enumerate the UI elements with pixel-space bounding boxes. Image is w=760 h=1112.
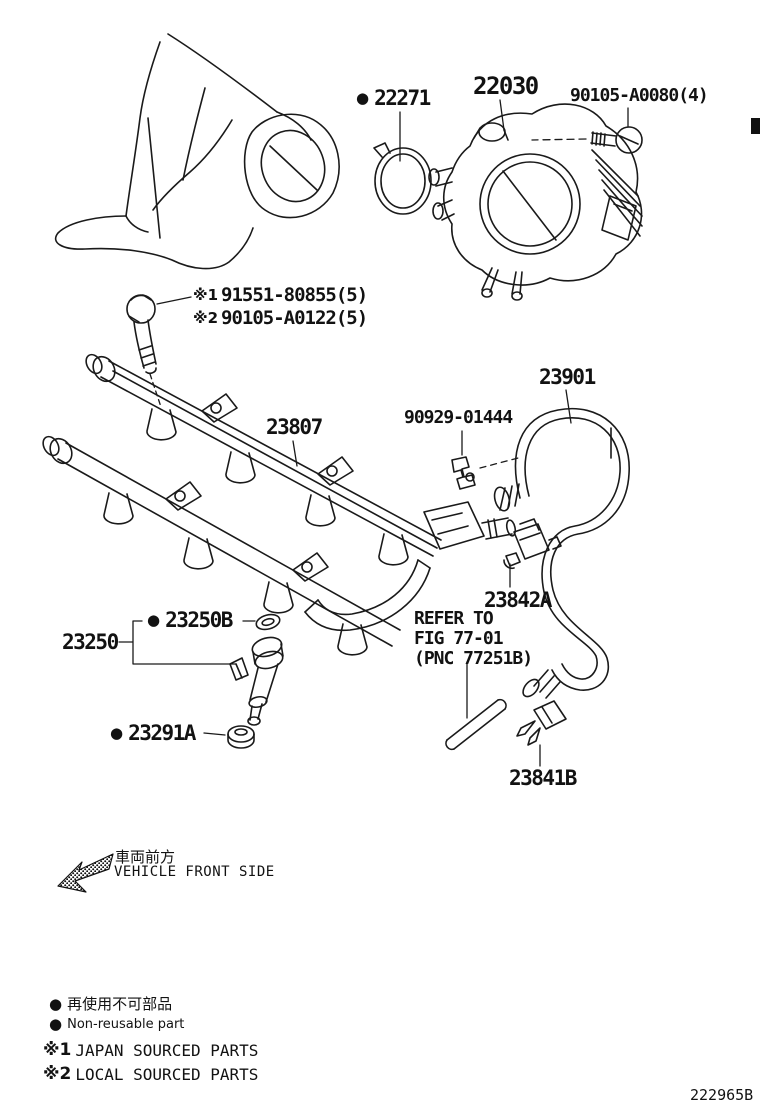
vehicle-front-arrow [57, 853, 114, 893]
legend-japan-sourced: ※1 JAPAN SOURCED PARTS [43, 1040, 258, 1060]
local-sourced-mark: ※2 [193, 309, 219, 327]
legend-japan-sourced-text: JAPAN SOURCED PARTS [75, 1040, 259, 1060]
legend-nonreusable-en: ● Non-reusable part [49, 1015, 184, 1033]
nonreusable-dot: ● [147, 611, 161, 629]
nonreusable-dot: ● [49, 994, 63, 1013]
page-edge-mark [751, 118, 760, 134]
injector-oring-label: ● 23250B [147, 608, 233, 632]
rail-bolt-label-local: ※2 90105-A0122(5) [193, 307, 368, 329]
refer-note-line3: (PNC 77251B) [414, 648, 533, 669]
legend-nonreusable-en-text: Non-reusable part [67, 1016, 185, 1032]
injector-drawing [229, 613, 284, 726]
fuel-rail-part-number: 23807 [266, 415, 323, 439]
gasket-drawing [373, 142, 432, 215]
legend-local-sourced: ※2 LOCAL SOURCED PARTS [43, 1064, 258, 1084]
nonreusable-dot: ● [356, 89, 370, 107]
throttle-bolt-drawing [590, 126, 643, 154]
rail-bolt-label-japan: ※1 91551-80855(5) [193, 284, 368, 306]
refer-note-line1: REFER TO [414, 608, 494, 629]
vehicle-front-label-en: VEHICLE FRONT SIDE [114, 864, 275, 880]
japan-sourced-mark: ※1 [193, 286, 219, 304]
legend-nonreusable-jp-text: 再使用不可部品 [67, 995, 173, 1013]
clip-drawing [516, 700, 567, 746]
vehicle-front-label-jp: 車両前方 [115, 848, 176, 866]
grommet-label: ● 23291A [110, 721, 196, 745]
page-code: 222965B [690, 1086, 754, 1104]
rail-bolt-part-number-local: 90105-A0122(5) [221, 307, 368, 329]
grommet-drawing [227, 725, 255, 749]
clip-part-number: 23841B [509, 766, 577, 790]
clamp-drawing [451, 456, 476, 490]
throttle-body-part-number: 22030 [473, 72, 539, 100]
leader-lines [118, 99, 629, 767]
clamp-part-number: 90929-01444 [404, 407, 513, 428]
throttle-bolt-label: 90105-A0080(4) [570, 85, 709, 106]
rail-bolt-drawing [126, 294, 157, 375]
intake-manifold-drawing [54, 33, 340, 270]
nonreusable-dot: ● [110, 724, 124, 742]
gasket-label: ● 22271 [356, 86, 431, 110]
clip-label: 23841B [509, 766, 577, 790]
throttle-bolt-part-number: 90105-A0080(4) [570, 85, 709, 106]
local-sourced-mark: ※2 [43, 1064, 72, 1084]
japan-sourced-mark: ※1 [43, 1040, 72, 1060]
fuel-rail-label: 23807 [266, 415, 323, 439]
damper-label: 23842A [484, 588, 552, 612]
fuel-pipe-part-number: 23901 [539, 365, 596, 389]
nonreusable-dot: ● [49, 1015, 63, 1033]
damper-part-number: 23842A [484, 588, 552, 612]
fuel-pipe-label: 23901 [539, 365, 596, 389]
dashed-assembly-lines [149, 138, 587, 469]
injector-part-number: 23250 [62, 630, 119, 654]
damper-drawing [503, 518, 562, 570]
rail-bolt-part-number-japan: 91551-80855(5) [221, 284, 368, 306]
gasket-part-number: 22271 [374, 86, 431, 110]
refer-note: REFER TO FIG 77-01 (PNC 77251B) [414, 608, 533, 669]
throttle-body-drawing [428, 103, 643, 301]
refer-note-line2: FIG 77-01 [414, 628, 504, 649]
throttle-body-label: 22030 [473, 72, 539, 100]
fuel-rail-drawing [42, 353, 517, 656]
fuel-pipe-drawing [493, 407, 630, 699]
refer-pipe-drawing [445, 698, 507, 751]
injector-oring-part-number: 23250B [165, 608, 233, 632]
legend-local-sourced-text: LOCAL SOURCED PARTS [75, 1064, 259, 1084]
clamp-label: 90929-01444 [404, 407, 513, 428]
legend-nonreusable-jp: ● 再使用不可部品 [49, 993, 172, 1014]
grommet-part-number: 23291A [128, 721, 196, 745]
injector-label: 23250 [62, 630, 119, 654]
